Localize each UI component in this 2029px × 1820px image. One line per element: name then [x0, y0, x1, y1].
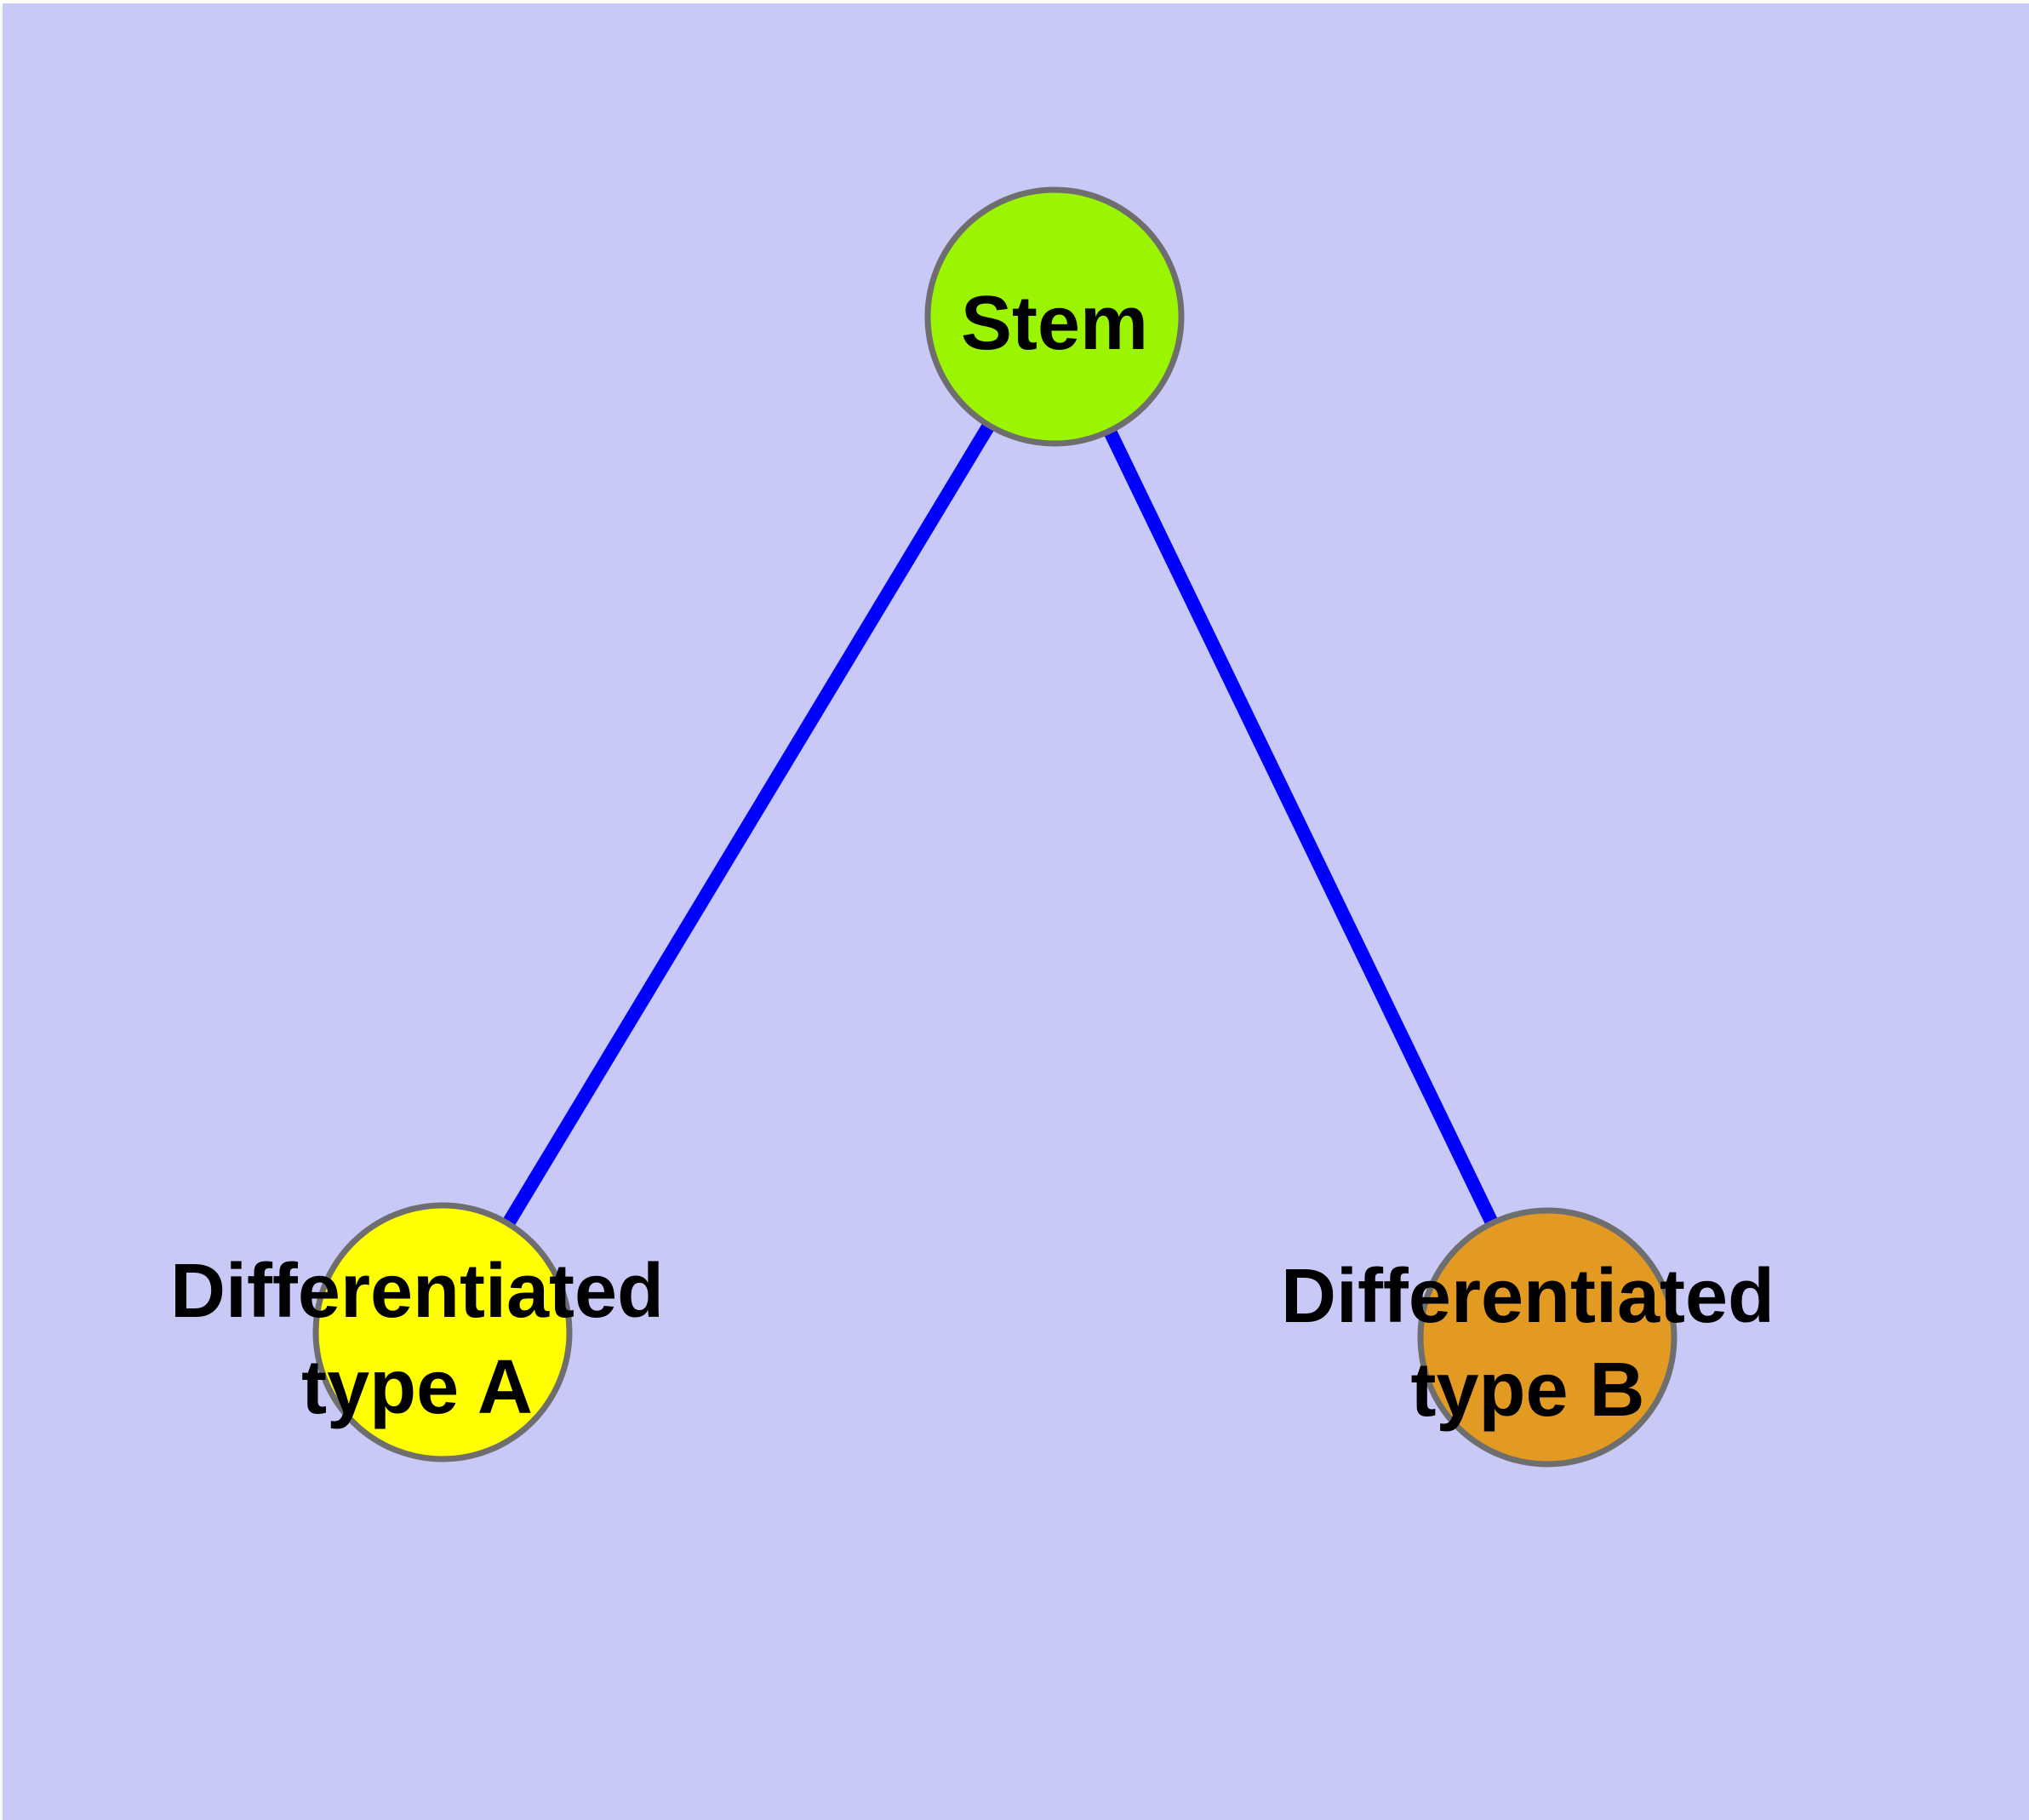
stem-label-line-1: Stem [961, 281, 1148, 366]
differentiated-type-a-node [312, 1202, 573, 1462]
differentiated-type-b-label-line-1: Differentiated [1281, 1254, 1775, 1339]
edge-stem-to-differentiated-type-a [437, 312, 1060, 1336]
stem-node [924, 186, 1185, 447]
edges-layer [437, 312, 1554, 1341]
differentiated-type-a-label-line-2: type A [301, 1345, 533, 1430]
differentiated-type-b-node [1417, 1207, 1677, 1468]
differentiated-type-b-label-line-2: type B [1410, 1348, 1644, 1433]
differentiated-type-a-label-line-1: Differentiated [170, 1249, 664, 1334]
edge-stem-to-differentiated-type-b [1048, 313, 1554, 1341]
nodes-layer [312, 186, 1677, 1468]
